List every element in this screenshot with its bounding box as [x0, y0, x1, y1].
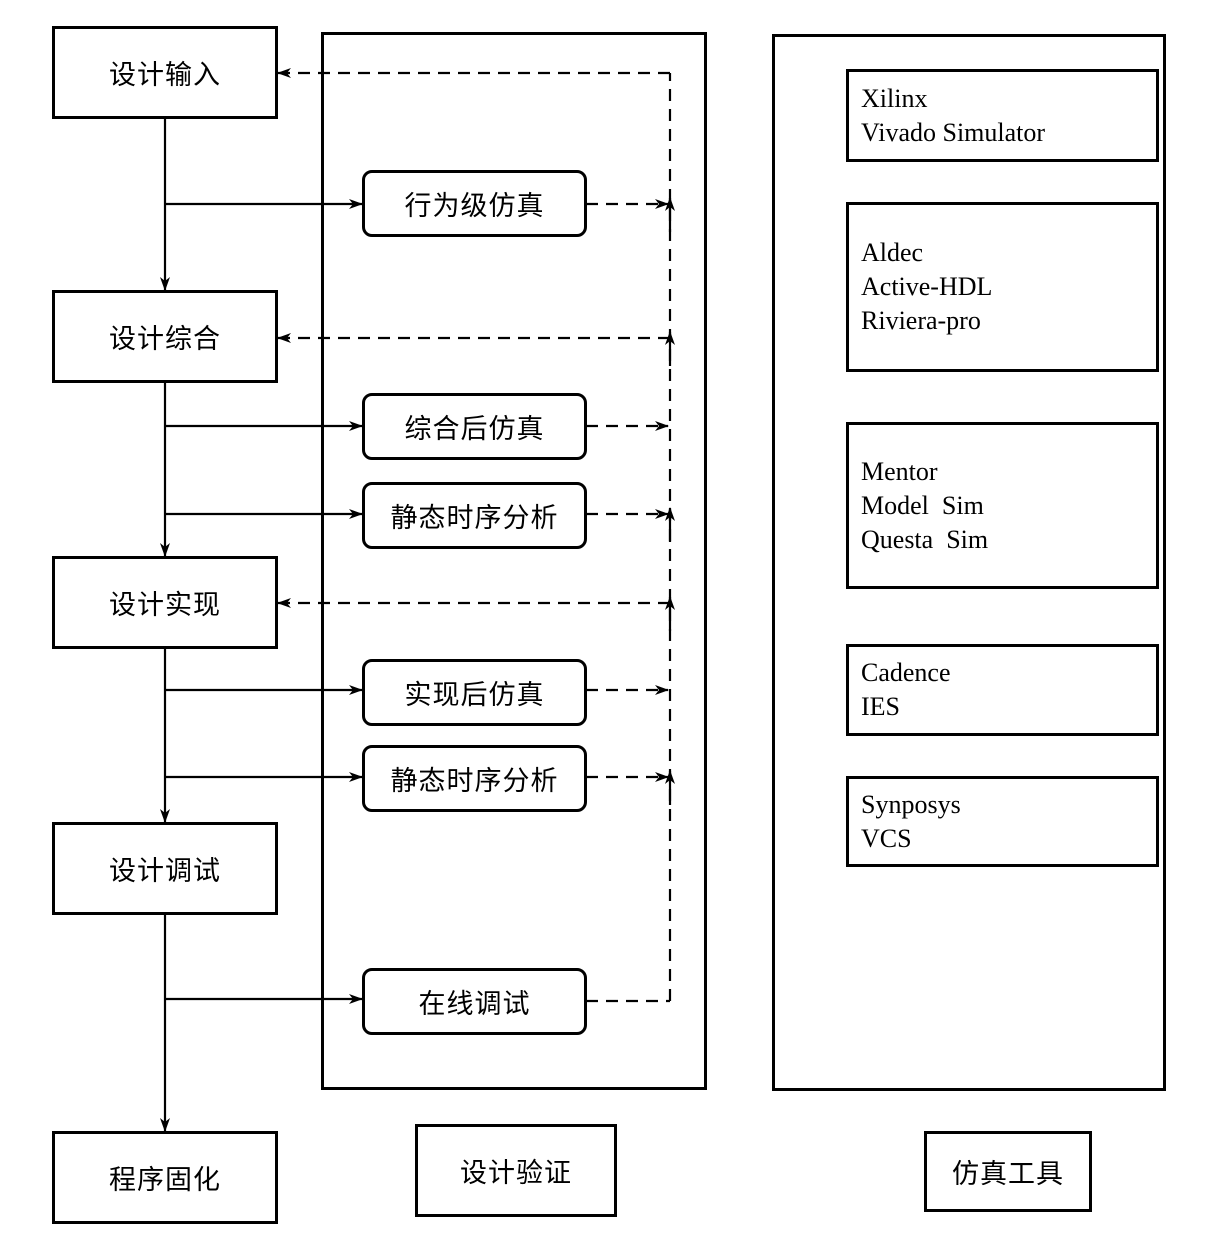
flow-step-label: 设计输入	[109, 60, 221, 91]
tool-line: Xilinx	[861, 83, 928, 113]
flow-step-design-synthesis: 设计综合	[52, 290, 278, 383]
tool-group-cadence: Cadence IES	[846, 644, 1159, 736]
verification-label: 静态时序分析	[390, 503, 559, 534]
verification-sta-1: 静态时序分析	[362, 482, 587, 549]
tool-line: Questa Sim	[861, 524, 989, 554]
verification-sta-2: 静态时序分析	[362, 745, 587, 812]
flow-step-firmware: 程序固化	[52, 1131, 278, 1224]
verification-caption-text: 设计验证	[460, 1158, 572, 1189]
tool-line: Vivado Simulator	[861, 117, 1046, 147]
flow-step-label: 设计实现	[109, 590, 221, 621]
verification-frame	[321, 32, 707, 1090]
tool-group-aldec: Aldec Active-HDL Riviera-pro	[846, 202, 1159, 372]
flow-step-label: 设计综合	[109, 324, 221, 355]
tool-line: IES	[861, 692, 900, 721]
verification-label: 在线调试	[418, 989, 531, 1020]
tool-line: Mentor	[861, 456, 938, 486]
tool-group-synopsys: Synposys VCS	[846, 776, 1159, 867]
verification-label: 综合后仿真	[404, 414, 545, 445]
tools-caption: 仿真工具	[924, 1131, 1092, 1212]
verification-label: 静态时序分析	[390, 766, 559, 797]
tool-line: Aldec	[861, 238, 924, 267]
flow-step-design-input: 设计输入	[52, 26, 278, 119]
tool-group-xilinx: Xilinx Vivado Simulator	[846, 69, 1159, 162]
flow-step-label: 设计调试	[109, 856, 221, 887]
tool-line: Model Sim	[861, 490, 984, 520]
flow-step-design-implementation: 设计实现	[52, 556, 278, 649]
flow-step-label: 程序固化	[109, 1165, 221, 1196]
verification-post-synth-sim: 综合后仿真	[362, 393, 587, 460]
tool-line: VCS	[861, 823, 912, 853]
tool-group-mentor: Mentor Model Sim Questa Sim	[846, 422, 1159, 589]
flow-step-design-debug: 设计调试	[52, 822, 278, 915]
tool-line: Active-HDL	[861, 272, 993, 301]
verification-online-debug: 在线调试	[362, 968, 587, 1035]
verification-label: 实现后仿真	[404, 680, 545, 711]
tool-line: Cadence	[861, 658, 951, 687]
tools-frame	[772, 34, 1166, 1091]
verification-post-impl-sim: 实现后仿真	[362, 659, 587, 726]
tool-line: Synposys	[861, 789, 961, 819]
verification-behavioral-sim: 行为级仿真	[362, 170, 587, 237]
verification-label: 行为级仿真	[404, 191, 545, 222]
tools-caption-text: 仿真工具	[952, 1159, 1064, 1190]
tool-line: Riviera-pro	[861, 306, 981, 335]
verification-caption: 设计验证	[415, 1124, 617, 1217]
